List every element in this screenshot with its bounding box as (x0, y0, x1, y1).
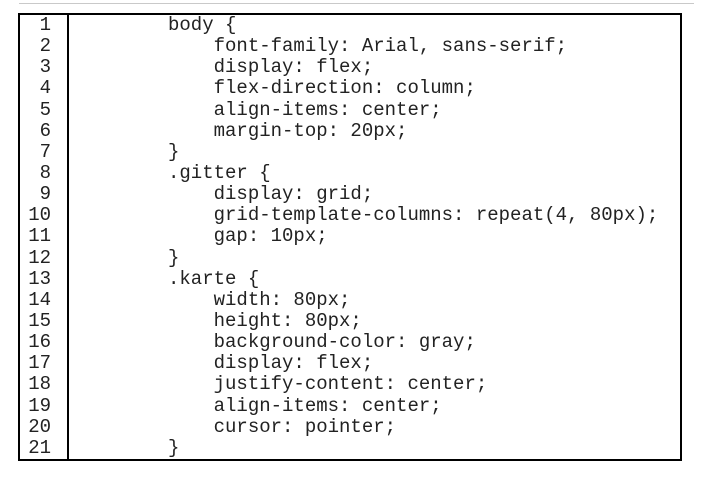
code-row: 3 display: flex; (20, 57, 680, 79)
code-line: height: 80px; (168, 310, 362, 332)
code-line: grid-template-columns: repeat(4, 80px); (168, 205, 659, 227)
line-number: 12 (20, 247, 69, 269)
code-line: display: flex; (168, 353, 374, 375)
code-row: 19 align-items: center; (20, 395, 680, 417)
line-number: 1 (20, 15, 69, 37)
line-number: 2 (20, 36, 69, 58)
top-divider-line (19, 3, 694, 4)
code-row: 11 gap: 10px; (20, 226, 680, 248)
line-number: 6 (20, 120, 69, 142)
code-line: .karte { (168, 268, 260, 290)
code-line: font-family: Arial, sans-serif; (168, 36, 568, 58)
code-line: } (168, 437, 180, 459)
code-row: 14 width: 80px; (20, 289, 680, 311)
code-row: 7} (20, 141, 680, 163)
code-line: display: flex; (168, 57, 374, 79)
code-row: 18 justify-content: center; (20, 374, 680, 396)
code-row: 5 align-items: center; (20, 99, 680, 121)
line-number: 5 (20, 99, 69, 121)
code-line: } (168, 247, 180, 269)
code-line: .gitter { (168, 162, 271, 184)
code-line: gap: 10px; (168, 226, 328, 248)
code-row: 15 height: 80px; (20, 310, 680, 333)
code-row: 9 display: grid; (20, 184, 680, 206)
code-row: 20 cursor: pointer; (20, 416, 680, 438)
line-number: 16 (20, 332, 69, 354)
line-number: 8 (20, 162, 69, 185)
line-number: 21 (20, 437, 69, 459)
code-line: background-color: gray; (168, 332, 476, 354)
code-line: width: 80px; (168, 289, 351, 311)
line-number: 9 (20, 184, 69, 206)
line-number: 13 (20, 268, 69, 290)
code-row: 10 grid-template-columns: repeat(4, 80px… (20, 205, 680, 227)
line-number: 14 (20, 289, 69, 311)
code-row: 6 margin-top: 20px; (20, 120, 680, 142)
code-line: body { (168, 15, 237, 36)
code-line: align-items: center; (168, 395, 442, 417)
line-number: 15 (20, 310, 69, 333)
line-number: 3 (20, 57, 69, 79)
line-number: 7 (20, 141, 69, 163)
code-row: 13 .karte { (20, 268, 680, 290)
code-row: 21} (20, 437, 680, 459)
code-row: 4 flex-direction: column; (20, 78, 680, 100)
code-line: flex-direction: column; (168, 78, 476, 100)
code-row: 8 .gitter { (20, 162, 680, 185)
code-row: 16 background-color: gray; (20, 332, 680, 354)
code-line: align-items: center; (168, 99, 442, 121)
line-number: 10 (20, 205, 69, 227)
code-line: cursor: pointer; (168, 416, 397, 438)
code-row: 17 display: flex; (20, 353, 680, 375)
code-line: display: grid; (168, 184, 374, 206)
line-number: 18 (20, 374, 69, 396)
code-row: 1 body { (20, 15, 680, 37)
code-line: justify-content: center; (168, 374, 488, 396)
line-number: 20 (20, 416, 69, 438)
line-number: 17 (20, 353, 69, 375)
code-row: 12} (20, 247, 680, 269)
code-line: margin-top: 20px; (168, 120, 408, 142)
code-line: } (168, 141, 180, 163)
line-number: 11 (20, 226, 69, 248)
line-number: 19 (20, 395, 69, 417)
line-number: 4 (20, 78, 69, 100)
code-row: 2 font-family: Arial, sans-serif; (20, 36, 680, 58)
